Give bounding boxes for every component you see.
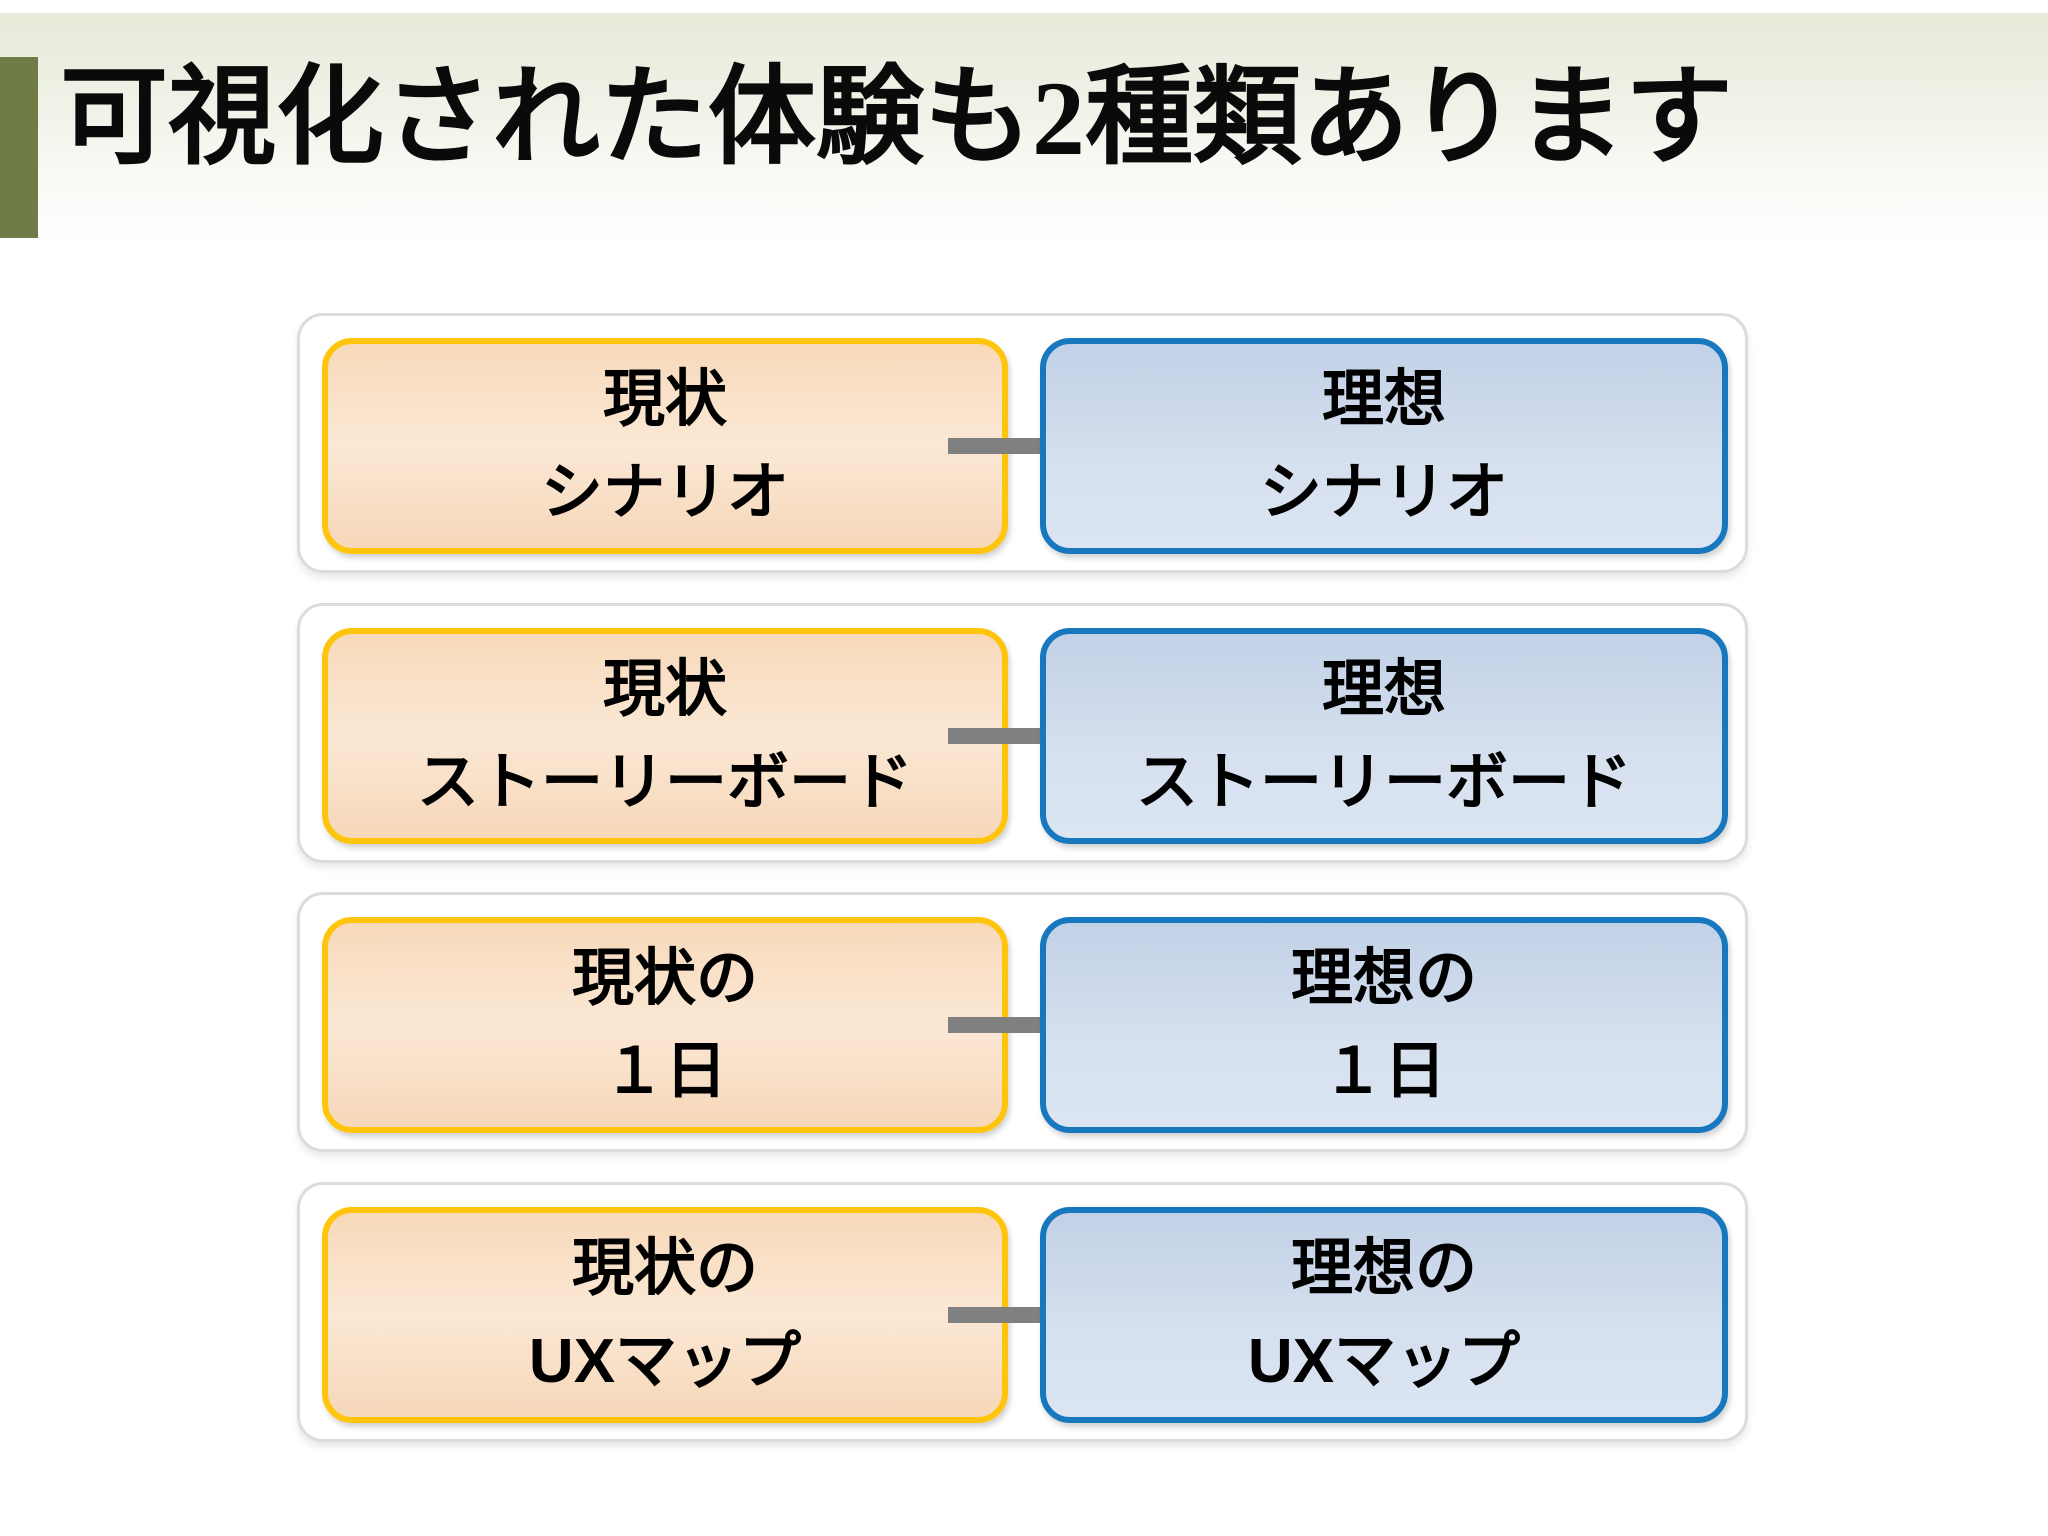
current-box: 現状 ストーリーボード (322, 628, 1008, 844)
current-box: 現状の UXマップ (322, 1207, 1008, 1423)
row-card-scenario: 現状 シナリオ 理想 シナリオ (297, 313, 1748, 573)
current-box-line2: シナリオ (540, 458, 789, 527)
current-box-line1: 現状 (602, 365, 727, 434)
ideal-box-line2: UXマップ (1247, 1327, 1521, 1396)
current-box-line1: 現状 (602, 655, 727, 724)
current-box-line2: ストーリーボード (416, 748, 913, 817)
ideal-box-line1: 理想 (1321, 365, 1446, 434)
current-box-line1: 現状の (571, 944, 758, 1013)
ideal-box-line2: シナリオ (1259, 458, 1508, 527)
ideal-box-line2: ストーリーボード (1135, 748, 1632, 817)
page-title: 可視化された体験も2種類あります (60, 36, 1960, 199)
current-box-line2: １日 (602, 1037, 727, 1106)
header-gradient-band (0, 13, 2048, 243)
ideal-box: 理想 シナリオ (1040, 338, 1728, 554)
current-box-line2: UXマップ (528, 1327, 802, 1396)
ideal-box-line1: 理想の (1290, 944, 1477, 1013)
title-number: 2 (1032, 60, 1085, 177)
ideal-box-line1: 理想 (1321, 655, 1446, 724)
top-white-strip (0, 0, 2048, 13)
ideal-box: 理想の UXマップ (1040, 1207, 1728, 1423)
row-card-storyboard: 現状 ストーリーボード 理想 ストーリーボード (297, 603, 1748, 863)
ideal-box: 理想 ストーリーボード (1040, 628, 1728, 844)
row-card-uxmap: 現状の UXマップ 理想の UXマップ (297, 1182, 1748, 1442)
current-box-line1: 現状の (571, 1234, 758, 1303)
row-card-day: 現状の １日 理想の １日 (297, 892, 1748, 1152)
current-box: 現状 シナリオ (322, 338, 1008, 554)
ideal-box-line1: 理想の (1290, 1234, 1477, 1303)
current-box: 現状の １日 (322, 917, 1008, 1133)
ideal-box: 理想の １日 (1040, 917, 1728, 1133)
ideal-box-line2: １日 (1321, 1037, 1446, 1106)
title-text-part2: 種類あります (1084, 56, 1733, 177)
title-accent-bar (0, 57, 38, 238)
title-text-part1: 可視化された体験も (60, 56, 1033, 177)
